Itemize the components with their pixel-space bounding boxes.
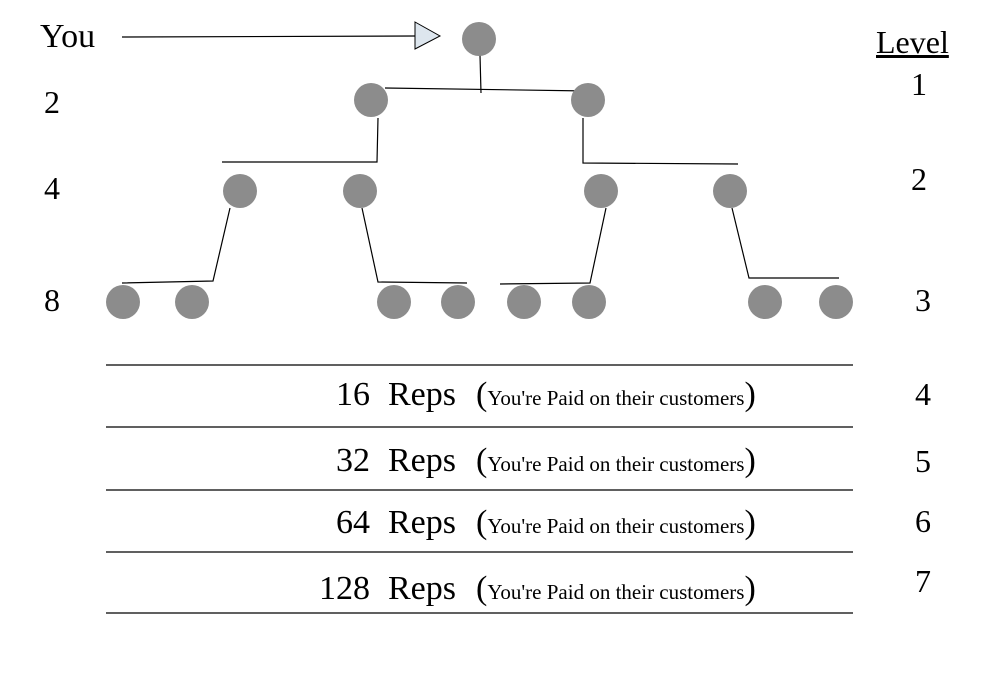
row-count: 64 [336,504,370,541]
row-rules [106,364,853,614]
node-level3-a [106,285,140,319]
row-count: 16 [336,376,370,413]
row-unit: Reps [388,570,456,607]
node-level3-e [507,285,541,319]
level-5: 5 [915,443,931,479]
you-arrow-line [121,35,416,38]
row-note: You're Paid on their customers [487,514,745,538]
row-unit: Reps [388,442,456,479]
row-count: 128 [319,570,370,607]
level-1: 1 [911,66,927,102]
you-label: You [40,18,96,55]
level-4: 4 [915,376,931,412]
left-count-8: 8 [44,282,60,318]
node-level2-a [223,174,257,208]
arrowhead-icon [414,21,442,50]
left-count-4: 4 [44,170,60,206]
row-note: You're Paid on their customers [487,386,745,410]
node-level3-h [819,285,853,319]
node-level3-b [175,285,209,319]
tree-nodes [106,22,853,319]
row-count: 32 [336,442,370,479]
row-note: You're Paid on their customers [487,452,745,476]
node-level1-a [354,83,388,117]
node-level2-c [584,174,618,208]
left-count-2: 2 [44,84,60,120]
row-unit: Reps [388,504,456,541]
node-level3-g [748,285,782,319]
node-level2-b [343,174,377,208]
level-7: 7 [915,563,931,599]
node-level2-d [713,174,747,208]
level-6: 6 [915,503,931,539]
row-unit: Reps [388,376,456,413]
node-level3-d [441,285,475,319]
row-note: You're Paid on their customers [487,580,745,604]
level-header: Level [876,24,949,60]
node-level1-b [571,83,605,117]
tree-connectors [121,54,839,285]
level-3: 3 [915,282,931,318]
node-you [462,22,496,56]
level-2: 2 [911,161,927,197]
node-level3-c [377,285,411,319]
node-level3-f [572,285,606,319]
